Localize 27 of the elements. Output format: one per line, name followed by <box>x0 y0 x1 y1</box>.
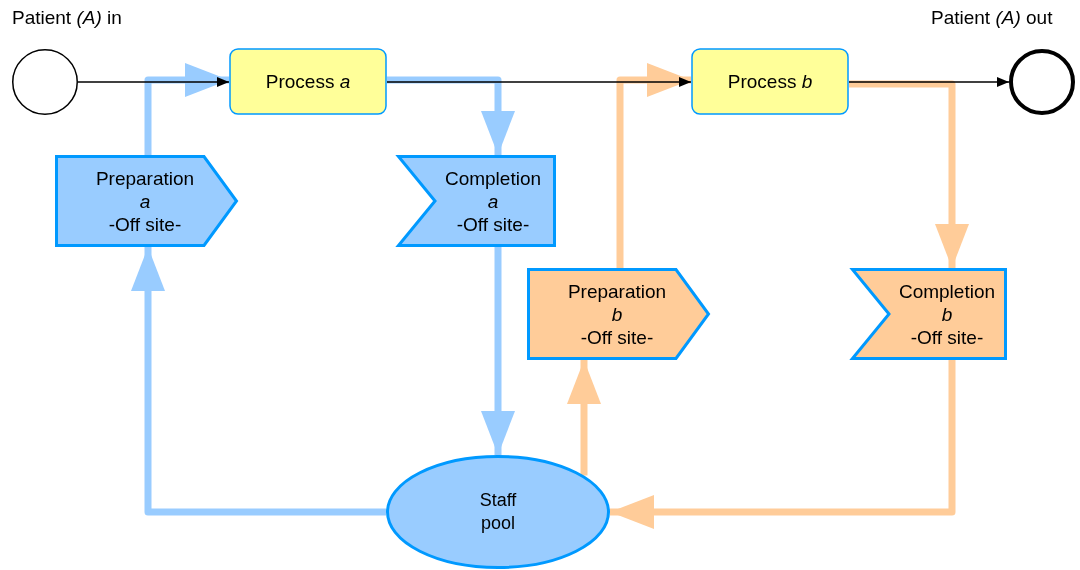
node-caption: Patient (A) out <box>931 7 1053 29</box>
arrow <box>616 63 691 268</box>
preparation-shape <box>527 268 710 360</box>
node-label: Process a <box>265 70 351 93</box>
node-caption: Patient (A) in <box>12 7 122 29</box>
node-label: Preparation a -Off site- <box>95 166 195 236</box>
arrow <box>144 63 229 155</box>
preparation-shape <box>55 155 238 247</box>
completion-shape <box>851 268 1007 360</box>
node-label: Completion b -Off site- <box>898 279 996 349</box>
staff-pool-ellipse <box>386 455 610 569</box>
arrow <box>610 360 956 529</box>
arrow <box>131 247 386 516</box>
arrow <box>848 77 1010 87</box>
arrow <box>387 76 515 155</box>
node-label: Staff pool <box>478 489 518 535</box>
node-label: Completion a -Off site- <box>444 166 542 236</box>
node-label: Process b <box>727 70 813 93</box>
process-box <box>691 48 849 115</box>
arrow <box>567 360 601 476</box>
completion-shape <box>397 155 556 247</box>
arrow <box>481 247 515 455</box>
arrow <box>386 77 692 87</box>
arrow <box>849 80 969 268</box>
node-label: Preparation b -Off site- <box>567 279 667 349</box>
arrow <box>77 77 230 87</box>
process-box <box>229 48 387 115</box>
